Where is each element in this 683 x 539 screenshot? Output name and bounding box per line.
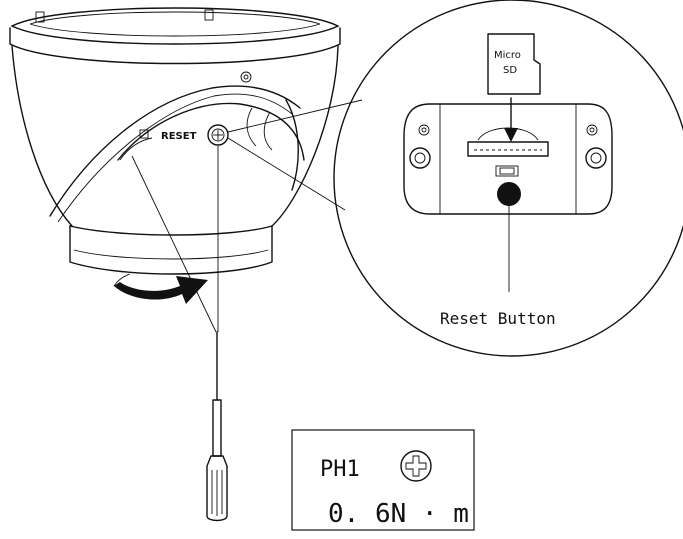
zoom-leader-bottom xyxy=(227,137,346,211)
zoom-leader-top xyxy=(227,99,363,133)
reset-button-zoomed[interactable] xyxy=(497,182,521,206)
insert-arrow-icon xyxy=(504,97,518,142)
reset-button-hole[interactable] xyxy=(207,124,229,146)
screwdriver-icon xyxy=(206,331,228,522)
torque-value-label: 0. 6N · m xyxy=(328,499,469,529)
zoom-circle xyxy=(333,0,683,357)
card-label-line2: SD xyxy=(503,65,517,76)
bit-size-label: PH1 xyxy=(320,457,360,482)
reset-button-callout-label: Reset Button xyxy=(440,309,556,328)
pcb-board xyxy=(403,103,613,215)
card-label-line1: Micro xyxy=(494,50,521,61)
phillips-head-icon xyxy=(400,450,432,482)
guide-line-left xyxy=(131,155,217,333)
micro-sd-card: Micro SD xyxy=(487,33,541,95)
torque-spec-box: PH1 0. 6N · m xyxy=(291,429,475,531)
rotate-arrow-icon xyxy=(113,273,208,304)
reset-label-on-camera: RESET xyxy=(161,131,197,142)
dome-camera xyxy=(9,7,341,275)
